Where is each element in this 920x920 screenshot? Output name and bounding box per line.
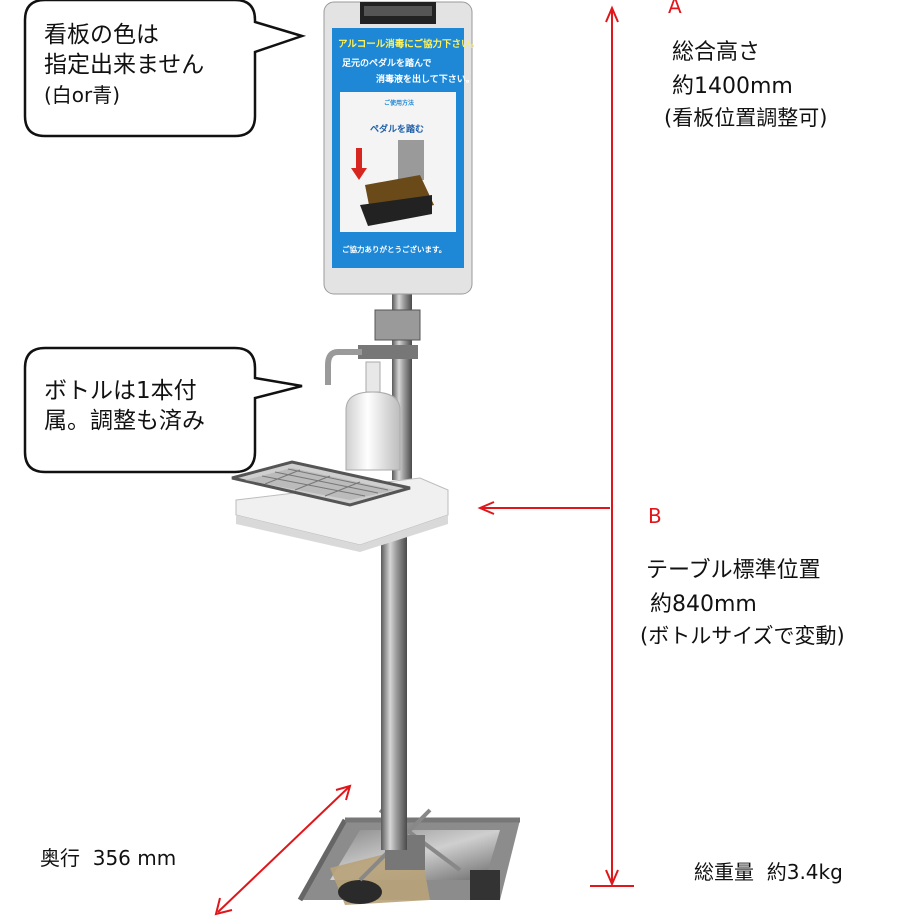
- sign-footer: ご協力ありがとうございます。: [342, 245, 447, 254]
- callout-sign-color-line-2: 指定出来ません: [44, 52, 205, 78]
- dimension-a-line-1: 総合高さ: [672, 40, 761, 65]
- depth-arrow: [214, 784, 352, 916]
- sign-step-label: ペダルを踏む: [370, 125, 425, 135]
- nozzle-clamp: [325, 309, 421, 385]
- callout-bottle-line-2: 属。調整も済み: [44, 408, 205, 434]
- dimension-b-letter: B: [648, 504, 662, 528]
- table: [231, 460, 449, 552]
- dimension-arrow-a: [590, 5, 634, 887]
- callout-sign-color-line-3: (白or青): [44, 83, 121, 107]
- base-frame: [297, 808, 520, 905]
- dimension-b-line-2: 約840mm: [650, 592, 757, 617]
- dimension-a-line-3: (看板位置調整可): [664, 106, 828, 130]
- callout-bottle-text: ボトルは1本付 属。調整も済み: [44, 376, 205, 436]
- dimension-b-line-1: テーブル標準位置: [646, 558, 821, 583]
- callout-bubble-sign-color: [23, 0, 307, 138]
- sign-board: [323, 1, 473, 295]
- main-pole: [381, 530, 407, 850]
- dimension-b-line-3: (ボトルサイズで変動): [640, 624, 845, 648]
- callout-sign-color-text: 看板の色は 指定出来ません (白or青): [44, 20, 204, 110]
- depth-label: 奥行 356 mm: [40, 846, 177, 870]
- sign-header: アルコール消毒にご協力下さい。: [338, 39, 481, 50]
- callout-sign-color-line-1: 看板の色は: [44, 22, 159, 48]
- sign-instruction-1: 足元のペダルを踏んで: [342, 59, 432, 69]
- dimension-arrow-b: [477, 501, 610, 515]
- callout-bubble-bottle: [23, 346, 303, 474]
- sign-method-label: ご使用方法: [384, 100, 415, 107]
- sign-instruction-2: 消毒液を出して下さい。: [376, 75, 475, 85]
- weight-label: 総重量 約3.4kg: [694, 860, 843, 884]
- callout-bottle-line-1: ボトルは1本付: [44, 378, 197, 404]
- bottle: [345, 361, 401, 471]
- dimension-a-letter: A: [668, 0, 682, 18]
- dimension-a-line-2: 約1400mm: [672, 74, 793, 99]
